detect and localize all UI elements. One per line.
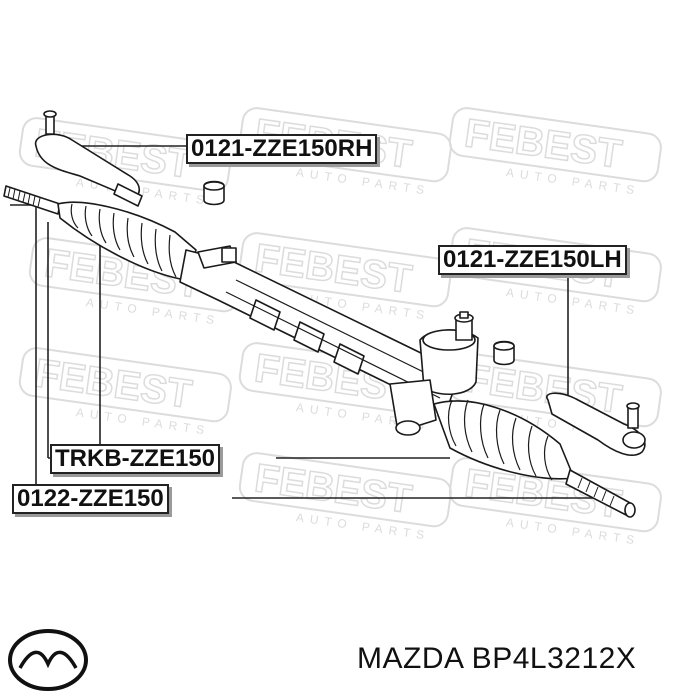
rh-tie-rod-end bbox=[35, 110, 143, 207]
label-inner-tie-rod: 0122-ZZE150 bbox=[12, 484, 169, 514]
pinion-housing bbox=[389, 311, 479, 436]
right-inner-tie-rod bbox=[565, 469, 636, 518]
label-tie-rod-end-rh: 0121-ZZE150RH bbox=[186, 134, 378, 164]
footer-part-number: MAZDA BP4L3212X bbox=[357, 642, 637, 675]
steering-rack-assembly bbox=[3, 110, 646, 518]
label-tie-rod-end-lh: 0121-ZZE150LH bbox=[438, 245, 627, 275]
mazda-logo-icon bbox=[8, 629, 88, 691]
rh-bushing bbox=[203, 180, 225, 206]
label-boot: TRKB-ZZE150 bbox=[50, 444, 221, 474]
right-boot bbox=[433, 399, 575, 481]
lh-tie-rod-end bbox=[546, 392, 646, 456]
lh-bushing bbox=[493, 340, 515, 366]
left-inner-tie-rod bbox=[3, 185, 61, 215]
